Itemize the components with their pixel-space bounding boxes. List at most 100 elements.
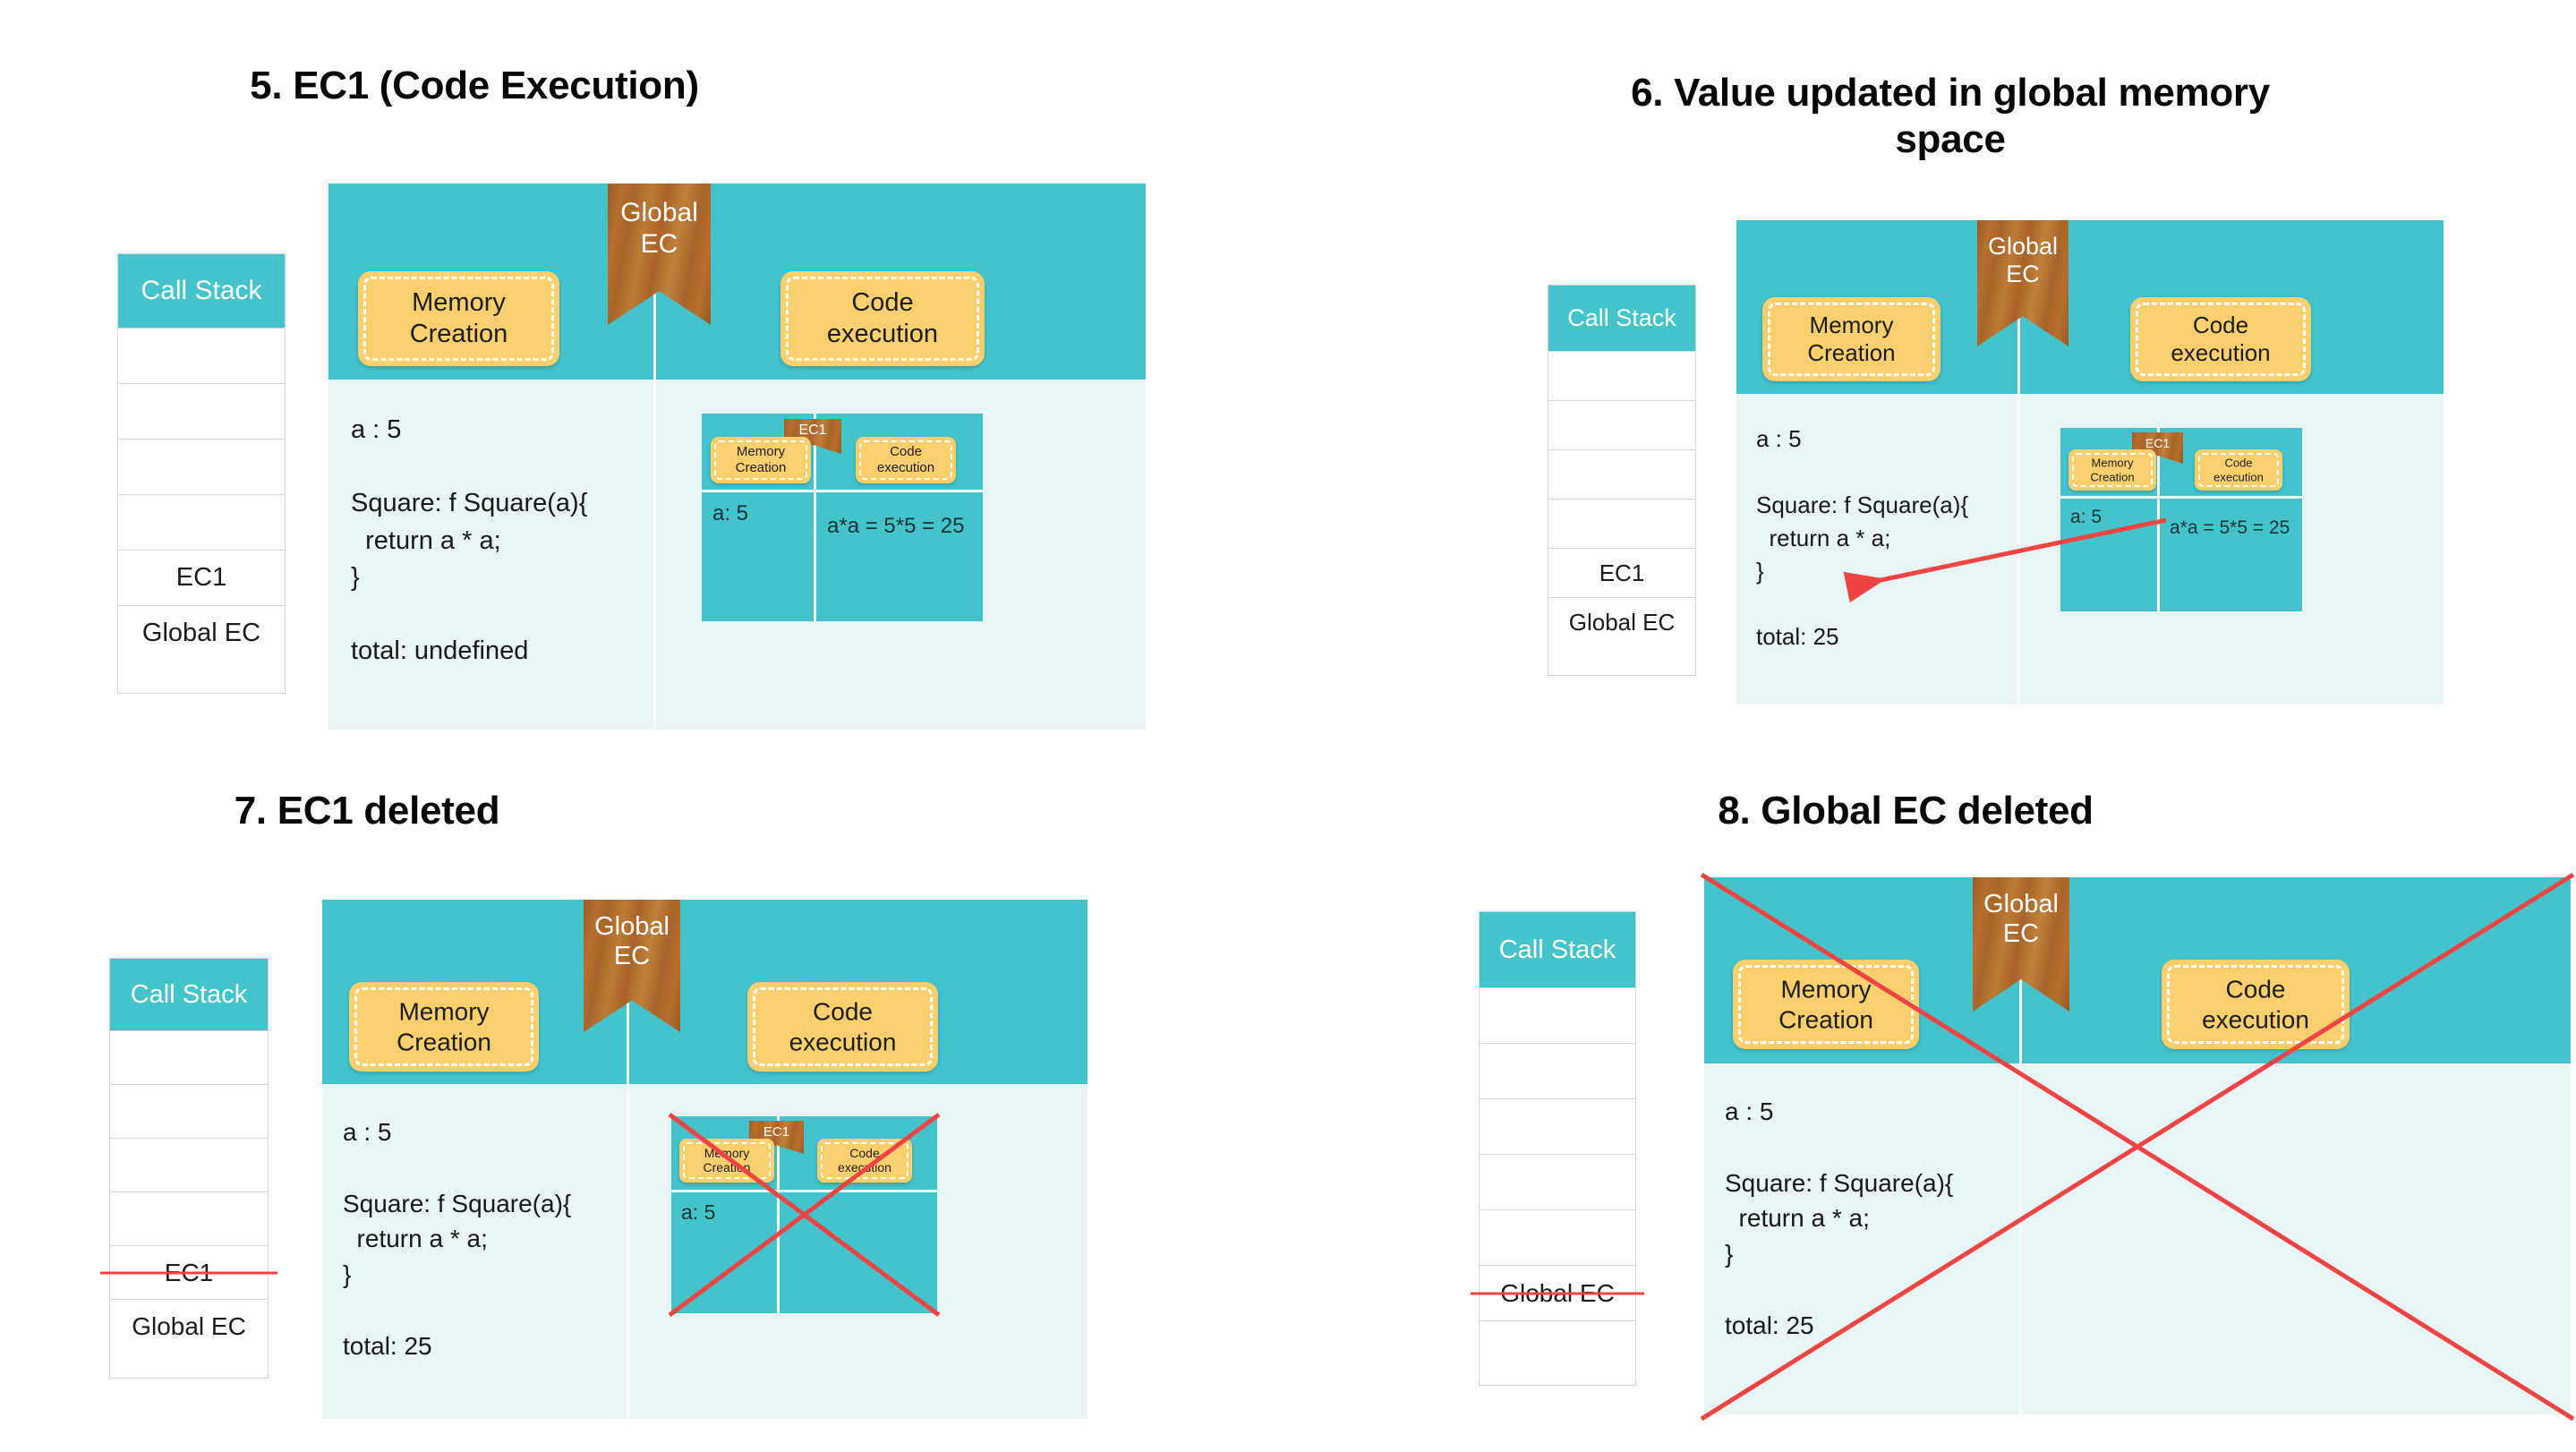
panel-ec1-deleted: 7. EC1 deleted Call Stack EC1 Global EC … [0, 743, 1288, 1452]
page-title: 8. Global EC deleted [1718, 789, 2094, 833]
call-stack-row[interactable] [1480, 1154, 1635, 1209]
diagram-center-divider [2017, 220, 2020, 705]
ec1-ribbon-label: EC1 [2145, 436, 2171, 450]
call-stack-row-global-ec[interactable]: Global EC [110, 1299, 268, 1353]
inner-code-value: a*a = 5*5 = 25 [2170, 517, 2290, 538]
call-stack-row[interactable] [110, 1138, 268, 1191]
diagram-center-divider [653, 184, 656, 730]
inner-memory-creation-label: Memory Creation [2090, 456, 2135, 483]
memory-creation-label: Memory Creation [409, 288, 508, 348]
call-stack-row[interactable] [1548, 449, 1695, 499]
dashed-border [354, 987, 533, 1066]
call-stack-row[interactable] [1480, 1320, 1635, 1358]
call-stack: Call Stack EC1 Global EC [117, 253, 286, 694]
call-stack-row[interactable] [118, 328, 285, 383]
inner-row-divider [2060, 496, 2302, 499]
inner-row-divider [671, 1190, 937, 1192]
inner-code-execution-label: Code execution [876, 444, 935, 475]
memory-creation-label: Memory Creation [397, 997, 491, 1055]
call-stack-row-ec1[interactable]: EC1 [110, 1245, 268, 1299]
call-stack-row[interactable] [1480, 1098, 1635, 1154]
call-stack-row-global-ec[interactable]: Global EC [118, 605, 285, 661]
call-stack-header: Call Stack [118, 254, 285, 328]
inner-center-divider [814, 414, 816, 621]
inner-memory-creation-box[interactable]: Memory Creation [679, 1139, 774, 1183]
call-stack-row-global-ec[interactable]: Global EC [1480, 1265, 1635, 1320]
dashed-border [2136, 303, 2306, 376]
code-execution-box[interactable]: Code execution [2162, 960, 2350, 1049]
global-ec-ribbon-label: Global EC [594, 912, 670, 971]
execution-context-diagram: Global EC Memory Creation Code execution… [1700, 872, 2575, 1422]
inner-row-divider [702, 490, 983, 492]
inner-code-execution-box[interactable]: Code execution [856, 437, 956, 483]
ec1-inner-context: EC1 Memory Creation Code execution a: 5 [668, 1112, 941, 1318]
dashed-border [2072, 453, 2153, 487]
call-stack-header: Call Stack [1480, 912, 1635, 987]
inner-code-execution-box[interactable]: Code execution [817, 1139, 912, 1183]
call-stack-row[interactable] [1480, 1043, 1635, 1098]
inner-memory-value: a: 5 [712, 501, 749, 525]
global-memory-listing: a : 5 Square: f Square(a){ return a * a;… [351, 415, 588, 666]
page-title: 6. Value updated in global memory space [1631, 71, 2270, 161]
dashed-border [1768, 303, 1935, 376]
ec1-ribbon-label: EC1 [798, 423, 827, 438]
ec1-inner-context: EC1 Memory Creation Code execution a: 5 … [2060, 428, 2302, 611]
call-stack-row[interactable] [118, 383, 285, 439]
call-stack-row[interactable] [110, 1084, 268, 1138]
dashed-border [753, 987, 933, 1066]
inner-memory-creation-label: Memory Creation [703, 1145, 751, 1175]
call-stack-row-ec1[interactable]: EC1 [118, 550, 285, 605]
call-stack-row[interactable] [1480, 1209, 1635, 1265]
panel-value-updated: 6. Value updated in global memory space … [1288, 0, 2576, 743]
code-execution-box[interactable]: Code execution [747, 982, 938, 1072]
ec1-ribbon-label: EC1 [763, 1124, 790, 1140]
inner-code-execution-label: Code execution [838, 1145, 891, 1175]
dashed-border [363, 277, 554, 361]
dashed-border [859, 440, 952, 480]
call-stack: Call Stack EC1 Global EC [1548, 285, 1696, 676]
panel-global-ec-deleted: 8. Global EC deleted Call Stack Global E… [1288, 743, 2576, 1452]
ec1-inner-context: EC1 Memory Creation Code execution a: 5 … [702, 414, 983, 621]
execution-context-diagram: Global EC Memory Creation Code execution… [322, 900, 1088, 1419]
call-stack-header: Call Stack [1548, 286, 1695, 351]
call-stack: Call Stack Global EC [1479, 911, 1636, 1386]
call-stack-row[interactable] [1548, 499, 1695, 548]
dashed-border [714, 440, 807, 480]
inner-code-execution-label: Code execution [2213, 456, 2264, 483]
code-execution-label: Code execution [2171, 311, 2271, 366]
memory-creation-box[interactable]: Memory Creation [358, 271, 559, 366]
execution-context-diagram: Global EC Memory Creation Code execution… [1736, 220, 2444, 705]
memory-creation-box[interactable]: Memory Creation [1733, 960, 1919, 1049]
panel-ec1-code-execution: 5. EC1 (Code Execution) Call Stack EC1 G… [0, 0, 1288, 743]
memory-creation-box[interactable]: Memory Creation [1762, 297, 1941, 381]
call-stack-row[interactable] [1548, 400, 1695, 449]
inner-memory-creation-box[interactable]: Memory Creation [711, 437, 811, 483]
global-memory-listing: a : 5 Square: f Square(a){ return a * a;… [343, 1118, 572, 1360]
inner-memory-creation-label: Memory Creation [735, 444, 787, 475]
call-stack-row[interactable] [110, 1191, 268, 1245]
call-stack-row[interactable] [1548, 351, 1695, 400]
code-execution-label: Code execution [2202, 975, 2309, 1033]
call-stack-row[interactable] [118, 494, 285, 550]
global-ec-ribbon-label: Global EC [1983, 890, 2059, 949]
call-stack-row-global-ec[interactable]: Global EC [1548, 597, 1695, 646]
memory-creation-label: Memory Creation [1778, 975, 1873, 1033]
dashed-border [2198, 453, 2279, 487]
code-execution-box[interactable]: Code execution [2130, 297, 2311, 381]
global-ec-ribbon-label: Global EC [1987, 233, 2059, 288]
inner-code-value: a*a = 5*5 = 25 [827, 514, 965, 538]
call-stack-row[interactable] [1480, 987, 1635, 1043]
memory-creation-box[interactable]: Memory Creation [349, 982, 539, 1072]
call-stack-row-ec1[interactable]: EC1 [1548, 548, 1695, 597]
memory-creation-label: Memory Creation [1807, 311, 1896, 366]
inner-memory-value: a: 5 [2070, 507, 2103, 527]
global-ec-ribbon-label: Global EC [620, 198, 698, 259]
inner-memory-value: a: 5 [681, 1200, 716, 1224]
call-stack-row[interactable] [118, 439, 285, 494]
code-execution-box[interactable]: Code execution [780, 271, 985, 366]
call-stack-header: Call Stack [110, 959, 268, 1030]
diagram-center-divider [627, 900, 629, 1419]
inner-memory-creation-box[interactable]: Memory Creation [2068, 449, 2156, 491]
inner-code-execution-box[interactable]: Code execution [2195, 449, 2282, 491]
call-stack-row[interactable] [110, 1030, 268, 1084]
